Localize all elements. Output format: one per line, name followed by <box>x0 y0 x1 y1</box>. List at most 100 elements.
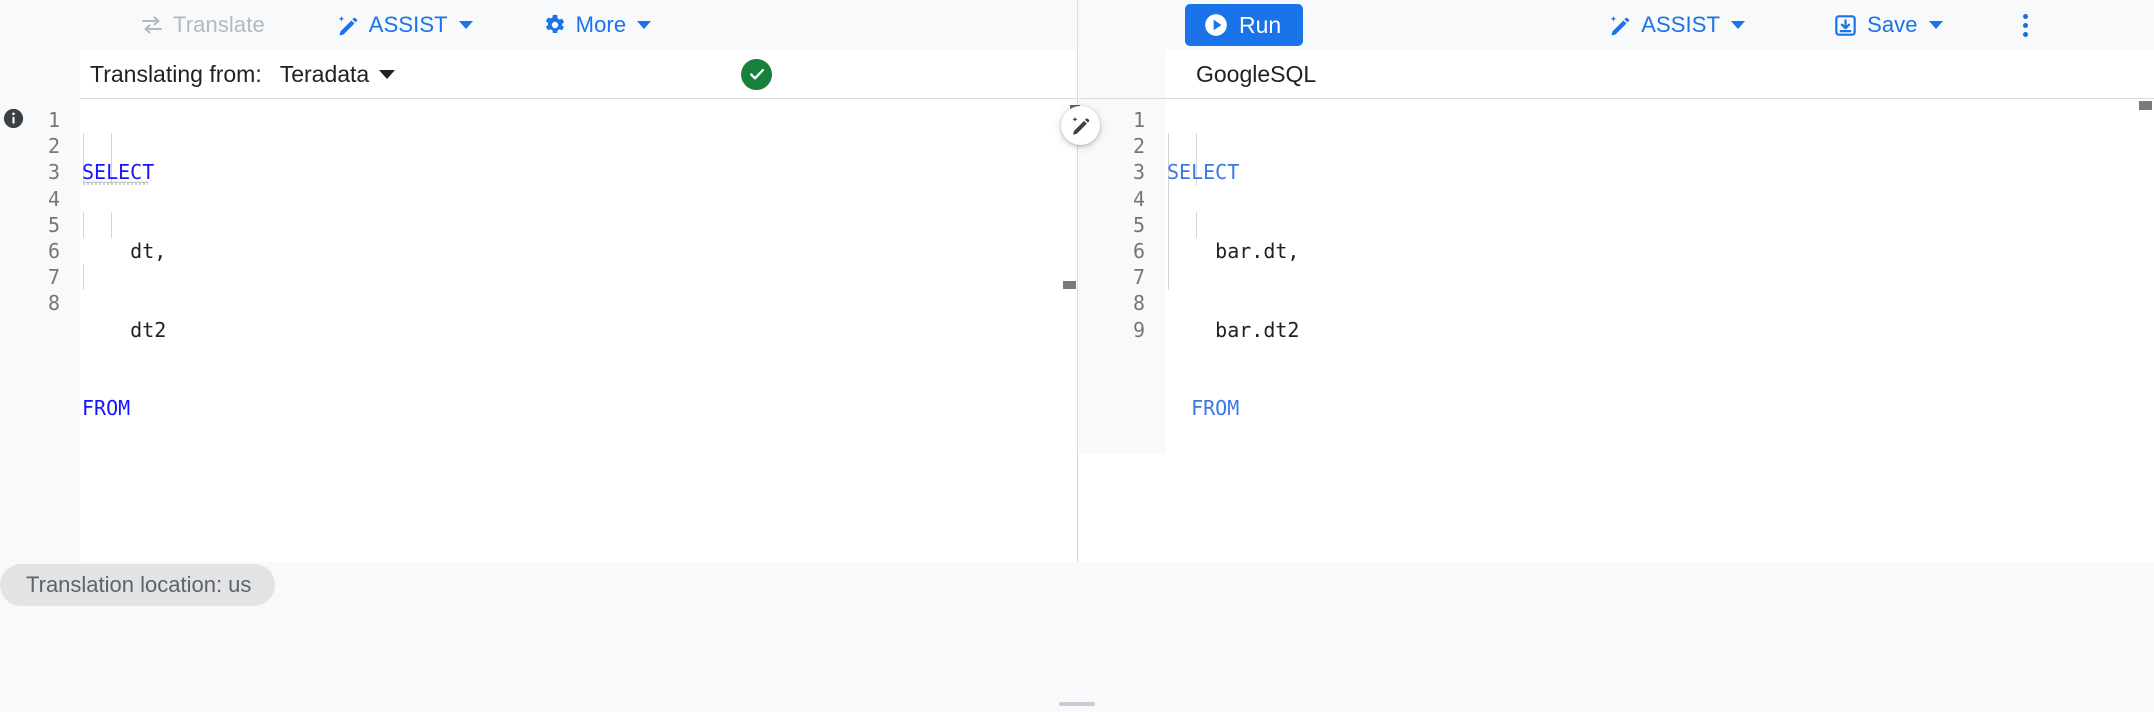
line-number: 7 <box>47 265 60 290</box>
kebab-dot <box>2023 13 2029 19</box>
code-line: bar.dt2 <box>1167 317 1300 342</box>
assist-button-right[interactable]: ASSIST <box>1597 7 1755 43</box>
target-code-text: SELECT bar.dt, bar.dt2 FROM foo.bar ORDE… <box>1167 107 1299 454</box>
translating-from-label: Translating from: <box>90 60 262 87</box>
status-badge: Translation location: us <box>0 564 276 606</box>
run-button-label: Run <box>1239 11 1282 38</box>
sql-keyword: FROM <box>1167 396 1240 421</box>
bottom-left-gutter <box>0 454 80 562</box>
chevron-down-icon <box>458 21 473 29</box>
code-line: SELECT <box>1167 159 1299 185</box>
line-number: 5 <box>47 212 60 237</box>
assist-button-left-label: ASSIST <box>368 12 448 37</box>
toolbar-left-group: Translate ASSIST <box>0 0 1078 50</box>
info-icon[interactable] <box>3 108 24 129</box>
code-line: FROM <box>82 395 214 421</box>
line-number: 1 <box>1132 108 1145 132</box>
source-editor: 1 2 3 4 5 6 7 8 SELECT dt, <box>0 99 1078 454</box>
target-code-area[interactable]: SELECT bar.dt, bar.dt2 FROM foo.bar ORDE… <box>1165 99 2154 454</box>
translation-location-text: Translation location: us <box>26 572 252 597</box>
save-button-label: Save <box>1867 12 1918 37</box>
sql-keyword: SELECT <box>1167 160 1240 185</box>
code-line: FROM <box>1167 395 1299 421</box>
kebab-dot <box>2023 31 2029 37</box>
play-circle-icon <box>1203 12 1229 38</box>
toolbar-right-group: Run ASSIST <box>1078 0 2154 50</box>
translate-icon <box>140 13 164 37</box>
line-number: 8 <box>47 291 60 316</box>
magic-wand-icon <box>335 13 360 38</box>
top-toolbar: Translate ASSIST <box>0 0 2154 51</box>
sql-keyword: SELECT <box>82 160 155 185</box>
line-number: 7 <box>1132 265 1145 290</box>
source-gutter: 1 2 3 4 5 6 7 8 <box>0 99 80 454</box>
source-dialect-bar-filler <box>784 50 1078 99</box>
kebab-dot <box>2023 22 2029 28</box>
save-icon <box>1833 13 1858 38</box>
indent-guide <box>83 212 84 238</box>
dialect-header-row: Translating from: Teradata GoogleSQL <box>0 50 2154 99</box>
indent-guide <box>83 133 84 185</box>
line-number: 5 <box>1132 212 1145 237</box>
target-editor-footer <box>1079 454 2154 562</box>
source-scrollbar-thumb[interactable] <box>1063 281 1076 289</box>
indent-guide <box>83 264 84 290</box>
target-gutter-header <box>1079 50 1165 99</box>
chevron-down-icon <box>637 21 652 29</box>
source-dialect-bar: Translating from: Teradata <box>80 50 784 99</box>
target-gutter: 1 2 3 4 5 6 7 8 9 <box>1079 99 1165 454</box>
line-number: 4 <box>47 186 60 211</box>
indent-guide <box>111 212 112 238</box>
indent-guide <box>111 133 112 185</box>
line-number: 9 <box>1132 317 1145 342</box>
source-line-numbers: 1 2 3 4 5 6 7 8 <box>0 107 80 317</box>
bottom-region: Translation location: us <box>0 454 2154 712</box>
line-number: 8 <box>1132 291 1145 316</box>
line-number: 2 <box>47 134 60 159</box>
overflow-menu-button[interactable] <box>2006 5 2046 45</box>
source-editor-footer <box>80 454 1078 562</box>
line-number: 3 <box>47 160 60 185</box>
line-number: 2 <box>1132 134 1145 159</box>
indent-guide <box>1196 212 1197 238</box>
more-button-label: More <box>575 12 627 37</box>
indent-guide <box>1196 133 1197 185</box>
chevron-down-icon <box>1928 21 1943 29</box>
target-dialect-bar: GoogleSQL <box>1165 50 2154 99</box>
chevron-down-icon <box>379 69 396 79</box>
code-line: dt2 <box>82 317 167 342</box>
magic-wand-icon <box>1607 13 1632 38</box>
source-dialect-select[interactable]: Teradata <box>280 61 396 88</box>
source-code-area[interactable]: SELECT dt, dt2 FROM foo.bar ORDER BY dt; <box>80 99 1077 454</box>
assist-button-left[interactable]: ASSIST <box>325 7 483 43</box>
line-number: 3 <box>1132 160 1145 185</box>
panel-resize-grip[interactable] <box>1059 702 1095 706</box>
more-button[interactable]: More <box>531 7 662 43</box>
line-number: 6 <box>1132 239 1145 264</box>
chevron-down-icon <box>1731 21 1746 29</box>
code-line: dt, <box>82 239 167 263</box>
editor-split-view: 1 2 3 4 5 6 7 8 SELECT dt, <box>0 99 2154 454</box>
gear-icon <box>541 12 567 38</box>
save-button[interactable]: Save <box>1823 7 1953 43</box>
translate-button[interactable]: Translate <box>130 7 275 43</box>
line-number: 1 <box>47 108 60 132</box>
target-line-numbers: 1 2 3 4 5 6 7 8 9 <box>1079 107 1165 343</box>
target-dialect-value: GoogleSQL <box>1196 60 1317 87</box>
assist-fab-button[interactable] <box>1061 106 1100 145</box>
assist-button-right-label: ASSIST <box>1641 12 1721 37</box>
check-circle-icon <box>741 58 772 90</box>
line-number: 6 <box>47 239 60 264</box>
indent-guide <box>1168 133 1169 290</box>
sql-keyword: FROM <box>82 396 131 421</box>
code-line: SELECT <box>82 159 214 185</box>
code-line: bar.dt, <box>1167 239 1300 263</box>
line-number: 4 <box>1132 186 1145 211</box>
translate-button-label: Translate <box>173 12 265 37</box>
target-scrollbar-thumb[interactable] <box>2139 101 2152 110</box>
syntax-warning-underline <box>84 180 148 185</box>
target-editor: 1 2 3 4 5 6 7 8 9 SELECT bar.dt, <box>1079 99 2154 454</box>
run-button[interactable]: Run <box>1185 4 1304 46</box>
source-code-text: SELECT dt, dt2 FROM foo.bar ORDER BY dt; <box>82 107 214 454</box>
